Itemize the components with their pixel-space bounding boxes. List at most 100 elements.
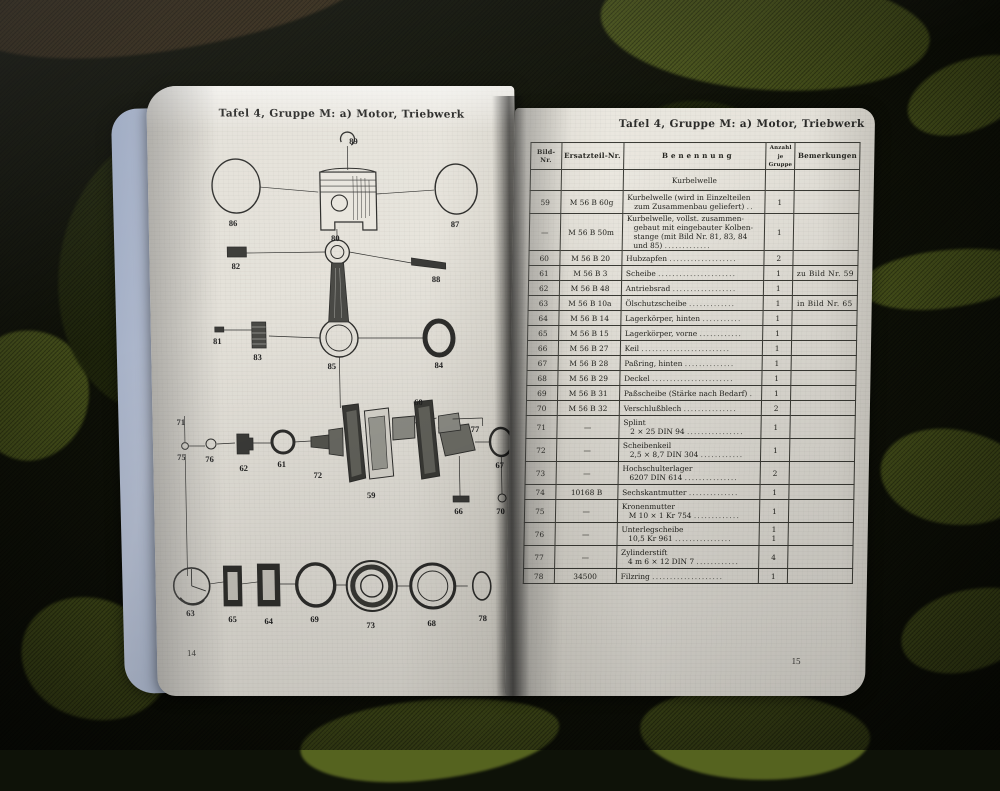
callout-64: 64 — [264, 616, 273, 626]
cell-benennung: Sechskantmutter .............. — [618, 485, 761, 500]
cell-ers-empty — [561, 170, 624, 191]
cell-bemerkungen — [791, 386, 856, 401]
parts-table-wrapper: Bild-Nr. Ersatzteil-Nr. B e n e n n u n … — [523, 142, 861, 584]
table-row: 75 — Kronenmutter M 10 × 1 Kr 754 ......… — [524, 500, 853, 523]
cell-benennung: Scheibenkeil 2,5 × 8,7 DIN 304 .........… — [618, 439, 761, 462]
cell-benennung: Splint 2 × 25 DIN 94 ................ — [619, 416, 762, 439]
cell-bem-empty — [794, 170, 859, 191]
cell-ersatzteil: M 56 B 10a — [559, 296, 622, 311]
callout-83: 83 — [253, 352, 262, 362]
benennung-line-1: Splint — [623, 418, 645, 427]
callout-73: 73 — [366, 620, 375, 630]
callout-86: 86 — [229, 218, 238, 228]
cell-ersatzteil: M 56 B 32 — [557, 401, 620, 416]
cell-bemerkungen — [788, 568, 853, 583]
cell-benennung: Kurbelwelle, vollst. zusammen- gebaut mi… — [622, 214, 765, 251]
table-row: 76 — Unterlegscheibe 10,5 Kr 961 .......… — [524, 522, 853, 545]
cell-anzahl: 1 — [764, 281, 793, 296]
cell-anzahl: 1 — [760, 500, 789, 523]
cell-bemerkungen — [788, 522, 853, 545]
cell-bemerkungen — [790, 401, 855, 416]
cell-anzahl: 1 — [759, 568, 788, 583]
cell-bemerkungen: zu Bild Nr. 59 — [793, 266, 858, 281]
table-row: 62 M 56 B 48 Antriebsrad ...............… — [528, 281, 857, 296]
cell-benennung: Lagerkörper, hinten ........... — [621, 311, 764, 326]
table-row: 74 10168 B Sechskantmutter .............… — [525, 485, 854, 500]
cell-ersatzteil: — — [556, 462, 619, 485]
benennung-line-1: Kronenmutter — [622, 502, 675, 511]
callout-62: 62 — [239, 463, 248, 473]
parts-table: Bild-Nr. Ersatzteil-Nr. B e n e n n u n … — [523, 142, 861, 584]
cell-bemerkungen — [794, 191, 859, 214]
th-benennung: B e n e n n u n g — [623, 143, 766, 170]
cell-benennung: Scheibe ...................... — [621, 266, 764, 281]
cell-benennung: Keil ......................... — [620, 341, 763, 356]
open-book: Tafel 4, Gruppe M: a) Motor, Triebwerk — [0, 0, 1000, 750]
cell-anzahl: 4 — [759, 545, 788, 568]
callout-69: 69 — [310, 614, 319, 624]
cell-anz-empty — [766, 170, 795, 191]
callout-61: 61 — [277, 459, 286, 469]
gutter-shading-left — [146, 86, 228, 696]
group-title-kurbelwelle: Kurbelwelle — [623, 170, 766, 191]
cell-ersatzteil: — — [555, 500, 618, 523]
cell-bemerkungen — [789, 500, 854, 523]
cell-bemerkungen — [791, 371, 856, 386]
callout-65: 65 — [228, 614, 237, 624]
parts-table-head: Bild-Nr. Ersatzteil-Nr. B e n e n n u n … — [531, 143, 861, 170]
cell-bemerkungen — [793, 251, 858, 266]
table-row: 72 — Scheibenkeil 2,5 × 8,7 DIN 304 ....… — [525, 439, 854, 462]
cell-benennung: Paßscheibe (Stärke nach Bedarf) . — [619, 386, 762, 401]
th-bemerkungen: Bemerkungen — [795, 143, 860, 170]
benennung-line-2: zum Zusammenbau geliefert) .. — [627, 202, 765, 211]
left-page: Tafel 4, Gruppe M: a) Motor, Triebwerk — [146, 86, 526, 696]
cell-anzahl: 1 — [763, 341, 792, 356]
cell-ersatzteil: M 56 B 15 — [558, 326, 621, 341]
table-row: 61 M 56 B 3 Scheibe ....................… — [529, 266, 858, 281]
table-row-group-title: Kurbelwelle — [530, 170, 859, 191]
cell-bemerkungen — [793, 214, 858, 251]
callout-84: 84 — [434, 360, 443, 370]
callout-67: 67 — [495, 460, 504, 470]
callout-72: 72 — [314, 470, 323, 480]
cell-bemerkungen — [792, 311, 857, 326]
cell-bemerkungen — [790, 439, 855, 462]
cell-bemerkungen — [791, 341, 856, 356]
cell-ersatzteil: M 56 B 48 — [559, 281, 622, 296]
right-page-header: Tafel 4, Gruppe M: a) Motor, Triebwerk — [619, 118, 865, 130]
cell-bemerkungen — [788, 545, 853, 568]
parts-table-body: Kurbelwelle 59 M 56 B 60g Kurbelwelle (w… — [523, 170, 859, 584]
cell-ersatzteil: M 56 B 31 — [557, 386, 620, 401]
benennung-line-2: 6207 DIN 614 ............... — [622, 473, 760, 482]
cell-anzahl: 1 — [762, 356, 791, 371]
cell-benennung: Paßring, hinten .............. — [620, 356, 763, 371]
table-row: — M 56 B 50m Kurbelwelle, vollst. zusamm… — [529, 214, 859, 251]
cell-benennung: Kurbelwelle (wird in Einzelteilen zum Zu… — [623, 191, 766, 214]
benennung-line-1: Unterlegscheibe — [621, 525, 683, 534]
cell-ersatzteil: M 56 B 28 — [558, 356, 621, 371]
benennung-line-2: 2 × 25 DIN 94 ................ — [623, 427, 761, 436]
benennung-line-2: M 10 × 1 Kr 754 ............. — [622, 511, 760, 520]
table-row: 69 M 56 B 31 Paßscheibe (Stärke nach Bed… — [527, 386, 856, 401]
cell-benennung: Hubzapfen ................... — [622, 251, 765, 266]
cell-benennung: Lagerkörper, vorne ............ — [620, 326, 763, 341]
benennung-line-2: 4 m 6 × 12 DIN 7 ............ — [621, 557, 759, 566]
gutter-shading-right — [505, 108, 571, 696]
cell-benennung: Verschlußblech ............... — [619, 401, 762, 416]
cell-anzahl: 1 — [760, 485, 789, 500]
cell-anzahl: 1 — [762, 371, 791, 386]
table-row: 67 M 56 B 28 Paßring, hinten ...........… — [527, 356, 856, 371]
cell-anzahl: 1 — [763, 326, 792, 341]
benennung-line-2: gebaut mit eingebauter Kolben- — [627, 223, 765, 232]
cell-benennung: Filzring .................... — [616, 568, 759, 583]
table-row: 68 M 56 B 29 Deckel ....................… — [527, 371, 856, 386]
cell-bemerkungen — [793, 281, 858, 296]
cell-benennung: Deckel ....................... — [620, 371, 763, 386]
table-row: 63 M 56 B 10a Ölschutzscheibe ..........… — [528, 296, 857, 311]
benennung-line-1: Zylinderstift — [621, 548, 667, 557]
cell-ersatzteil: M 56 B 60g — [560, 191, 623, 214]
table-row: 66 M 56 B 27 Keil ......................… — [527, 341, 856, 356]
callout-85: 85 — [327, 361, 336, 371]
